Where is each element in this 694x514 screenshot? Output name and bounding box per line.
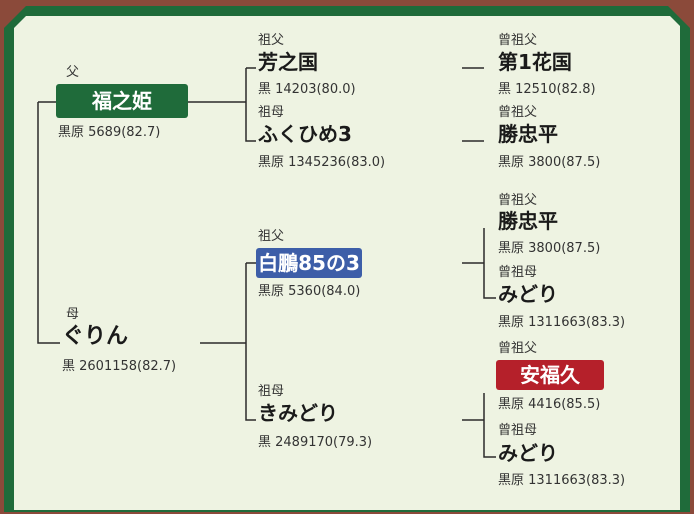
- dam-sire-registration: 黒原 5360(84.0): [258, 284, 361, 299]
- dam-sire-relation: 祖父: [258, 229, 285, 244]
- sire-dam-link: [37, 102, 60, 344]
- sire-dam-name: ふくひめ3: [258, 122, 352, 146]
- sire-sire-registration: 黒 14203(80.0): [258, 82, 356, 97]
- sire-dam-registration: 黒原 1345236(83.0): [258, 155, 386, 170]
- dd-ggp-bracket: [483, 393, 496, 458]
- sds-registration: 黒原 3800(87.5): [498, 155, 601, 170]
- ddd-registration: 黒原 1311663(83.3): [498, 473, 626, 488]
- sss-registration: 黒 12510(82.8): [498, 82, 596, 97]
- dsd-name: みどり: [498, 282, 558, 306]
- dam-dam-name: きみどり: [258, 401, 338, 425]
- sss-name: 第1花国: [498, 50, 572, 74]
- dss-registration: 黒原 3800(87.5): [498, 241, 601, 256]
- ddd-name: みどり: [498, 441, 558, 465]
- dam-name: ぐりん: [62, 324, 129, 349]
- dam-grandparents-bracket: [245, 263, 256, 421]
- sire-grandparents-bracket: [245, 68, 256, 142]
- sire-dam-relation: 祖母: [258, 105, 285, 120]
- dam-dam-registration: 黒 2489170(79.3): [258, 435, 373, 450]
- ddd-relation: 曾祖母: [498, 423, 538, 438]
- dam-registration: 黒 2601158(82.7): [62, 359, 177, 374]
- sire-relation: 父: [66, 65, 80, 80]
- dss-name: 勝忠平: [498, 209, 558, 233]
- dsd-relation: 曾祖母: [498, 265, 538, 280]
- sire-name-box: 福之姫: [56, 84, 188, 118]
- sire-name: 福之姫: [92, 89, 152, 113]
- sire-sire-relation: 祖父: [258, 33, 285, 48]
- dds-relation: 曾祖父: [498, 341, 538, 356]
- dam-sire-name-box: 白鵬85の3: [256, 248, 362, 278]
- dds-name-box: 安福久: [496, 360, 604, 390]
- sire-registration: 黒原 5689(82.7): [58, 125, 161, 140]
- dss-relation: 曾祖父: [498, 193, 538, 208]
- sire-sire-name: 芳之国: [258, 50, 318, 74]
- sds-name: 勝忠平: [498, 122, 558, 146]
- dam-sire-name: 白鵬85の3: [258, 251, 360, 275]
- dam-dam-relation: 祖母: [258, 384, 285, 399]
- dds-name: 安福久: [520, 363, 580, 387]
- ds-ggp-bracket: [483, 228, 496, 299]
- sds-relation: 曾祖父: [498, 105, 538, 120]
- dam-relation: 母: [66, 307, 80, 322]
- dds-registration: 黒原 4416(85.5): [498, 397, 601, 412]
- sss-relation: 曾祖父: [498, 33, 538, 48]
- dsd-registration: 黒原 1311663(83.3): [498, 315, 626, 330]
